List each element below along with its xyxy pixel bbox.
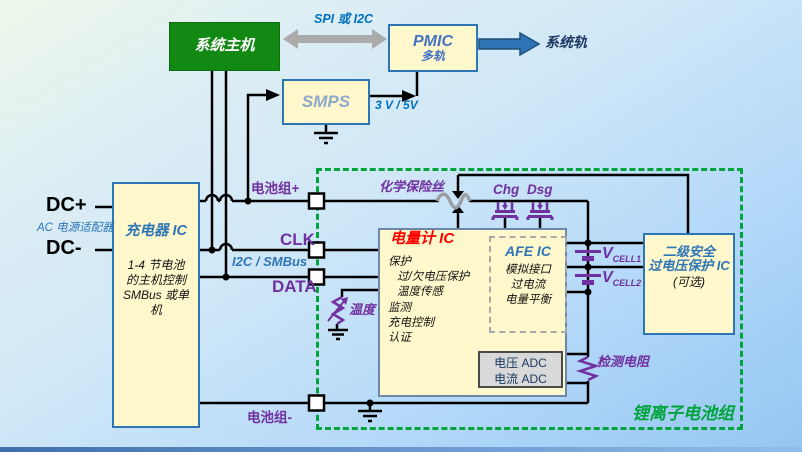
gauge-feature: 过/欠电压保护 — [397, 271, 470, 284]
charger-desc-line: 1-4 节电池 — [127, 257, 185, 272]
adc-box: 电压 ADC 电流 ADC — [478, 351, 563, 388]
smps-label: SMPS — [301, 91, 351, 111]
gauge-feature: 充电控制 — [388, 316, 434, 329]
vcell2-sub: CELL2 — [612, 278, 642, 289]
pack-minus-label: 电池组- — [247, 410, 292, 425]
battery-pack-boundary — [316, 168, 743, 430]
pack-minus-ground-icon — [358, 409, 382, 423]
gauge-feature: 监测 — [388, 301, 411, 314]
charger-desc-line: 的主机控制 — [125, 272, 186, 287]
afe-title: AFE IC — [505, 243, 551, 259]
fuel-gauge-feature-list: 保护 过/欠电压保护 温度传感 监测 充电控制 认证 — [388, 255, 469, 346]
afe-feature-list: 模拟接口 过电流 电量平衡 — [491, 263, 565, 308]
pmic-box: PMIC 多轨 — [388, 24, 478, 72]
pmic-subtitle: 多轨 — [420, 49, 445, 64]
terminal-data — [307, 268, 326, 286]
terminal-pack-minus — [307, 394, 326, 412]
i2c-smbus-label: I2C / SMBus — [232, 254, 308, 269]
charger-desc-line: SMBus 或单 — [122, 287, 189, 302]
afe-ic-box: AFE IC 模拟接口 过电流 电量平衡 — [489, 236, 567, 333]
bus-protocol-label: SPI 或 I2C — [314, 12, 374, 26]
system-host-label: 系统主机 — [194, 37, 255, 55]
data-label: DATA — [272, 277, 317, 296]
smps-ground-icon — [314, 131, 338, 145]
system-rail-label: 系统轨 — [545, 34, 587, 50]
charger-ic-box: 充电器 IC 1-4 节电池 的主机控制 SMBus 或单 机 — [112, 182, 200, 428]
terminal-squares — [307, 192, 326, 412]
smps-output-voltage-label: 3 V / 5V — [375, 98, 418, 112]
thermistor-icon — [327, 295, 348, 326]
vcell1-label: VCELL1 — [602, 245, 641, 265]
fuel-gauge-title: 电量计 IC — [390, 230, 455, 247]
fuse-blow-down-arrow-icon — [452, 191, 464, 199]
afe-feature: 电量平衡 — [505, 294, 551, 307]
afe-feature: 模拟接口 — [505, 264, 551, 277]
fuse-blow-up-arrow-icon — [452, 205, 464, 213]
dsg-label: Dsg — [527, 182, 553, 197]
voltage-adc-label: 电压 ADC — [494, 356, 547, 370]
vcell1-sub: CELL1 — [612, 254, 642, 265]
sense-resistor-label: 检测电阻 — [597, 354, 650, 369]
smps-box: SMPS — [282, 79, 370, 125]
secondary-protection-box: 二级安全 过电压保护 IC (可选) — [643, 233, 735, 335]
gauge-feature: 温度传感 — [397, 286, 443, 299]
pmic-title: PMIC — [413, 32, 453, 50]
system-host-box: 系统主机 — [169, 22, 280, 71]
dc-plus-label: DC+ — [46, 194, 87, 216]
dc-minus-label: DC- — [46, 237, 82, 259]
afe-feature: 过电流 — [510, 279, 546, 292]
charger-ic-description: 1-4 节电池 的主机控制 SMBus 或单 机 — [123, 258, 189, 318]
pack-plus-label: 电池组+ — [251, 181, 300, 196]
secondary-protection-optional: (可选) — [673, 274, 705, 289]
slide-bottom-bar — [0, 447, 802, 452]
sense-resistor-icon — [575, 355, 601, 382]
secondary-protection-line2: 过电压保护 IC — [648, 258, 730, 274]
smps-input-arrow-icon — [266, 89, 280, 101]
terminal-clk — [307, 241, 326, 259]
thermistor-ground-icon — [328, 328, 348, 341]
charger-ic-title: 充电器 IC — [124, 223, 188, 239]
chg-label: Chg — [493, 182, 520, 197]
chemical-fuse-label: 化学保险丝 — [379, 179, 445, 194]
gauge-feature: 认证 — [388, 332, 411, 345]
gauge-feature: 保护 — [388, 256, 411, 268]
vcell2-label: VCELL2 — [602, 269, 641, 289]
vcell1-v: V — [602, 245, 613, 262]
smps-output-arrow-icon — [402, 90, 416, 102]
junction-dots — [208, 197, 592, 407]
ac-adapter-label: AC 电源适配器 — [37, 222, 114, 234]
secondary-protection-line1: 二级安全 — [662, 244, 715, 259]
terminal-pack-plus — [307, 192, 326, 210]
charger-desc-line: 机 — [149, 302, 162, 317]
dsg-mosfet-icon — [526, 202, 554, 220]
chemical-fuse-icon — [435, 192, 472, 210]
battery-pack-title: 锂离子电池组 — [632, 404, 734, 423]
clk-label: CLK — [280, 230, 315, 249]
system-rail-arrow-icon — [478, 31, 541, 57]
spi-i2c-arrow-icon — [283, 29, 387, 49]
battery-cell-1-icon — [575, 250, 601, 261]
vcell2-v: V — [602, 269, 613, 286]
chg-mosfet-icon — [491, 202, 519, 220]
current-adc-label: 电流 ADC — [494, 372, 547, 386]
battery-cell-2-icon — [575, 274, 601, 285]
temperature-label: 温度 — [349, 302, 376, 317]
